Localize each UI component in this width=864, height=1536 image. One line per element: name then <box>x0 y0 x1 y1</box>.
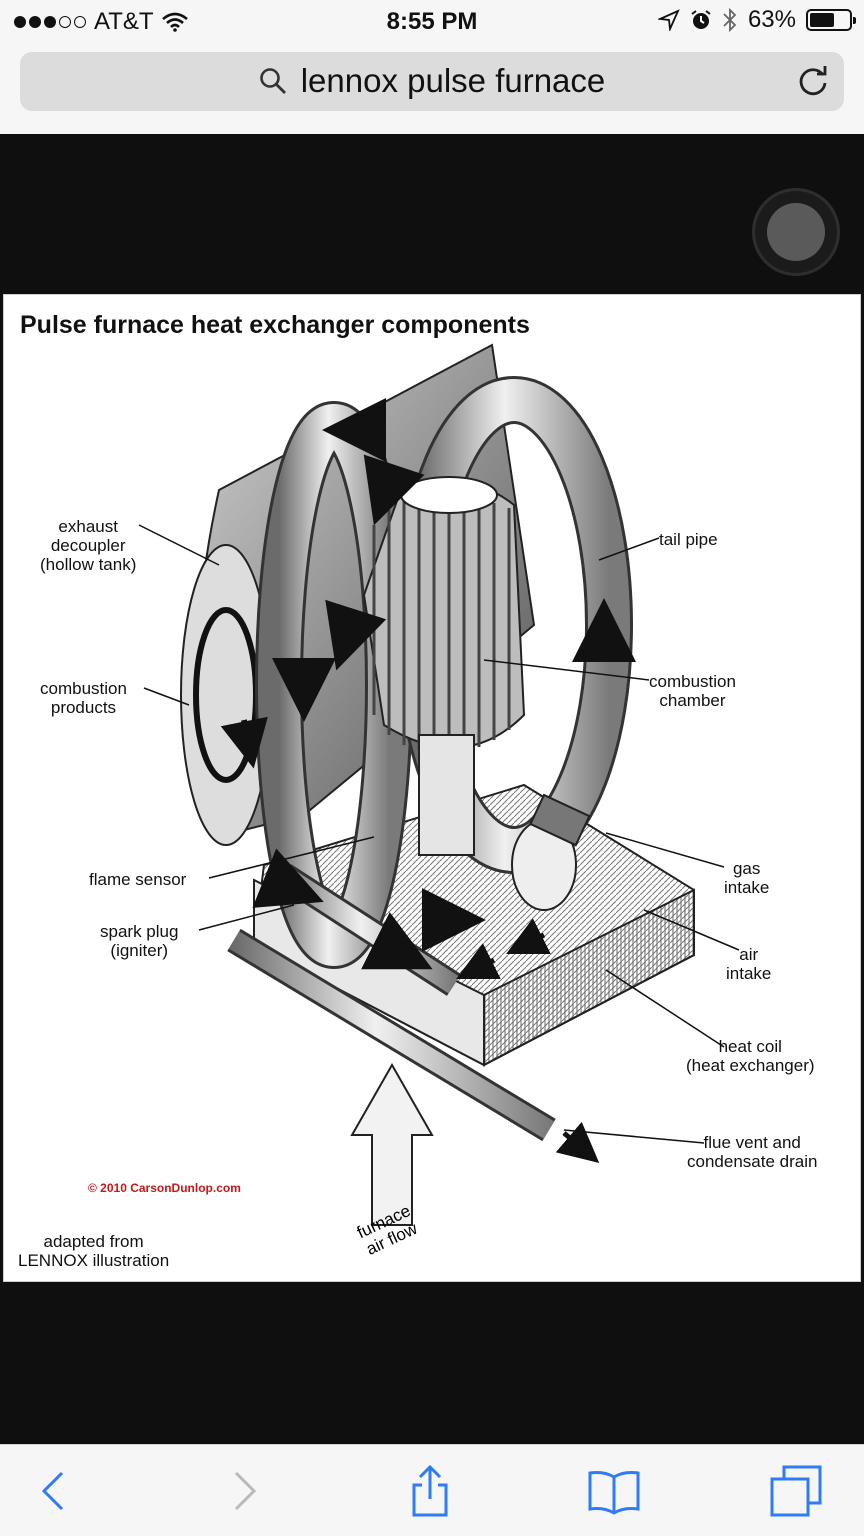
bluetooth-icon <box>723 8 737 32</box>
battery-percent: 63% <box>747 6 796 33</box>
floating-action-button[interactable] <box>752 188 840 276</box>
label-flame-sensor: flame sensor <box>89 870 187 889</box>
address-bar[interactable]: lennox pulse furnace <box>20 52 844 111</box>
back-icon[interactable] <box>26 1463 82 1519</box>
browser-header: AT&T 8:55 PM 63% <box>0 0 864 134</box>
copyright-text: © 2010 CarsonDunlop.com <box>88 1181 241 1195</box>
label-air-intake: air intake <box>726 945 772 983</box>
search-query-text: lennox pulse furnace <box>300 62 606 99</box>
signal-strength-icon <box>14 16 86 28</box>
carrier-group: AT&T <box>14 8 188 36</box>
forward-icon[interactable] <box>216 1463 272 1519</box>
status-time: 8:55 PM <box>386 8 478 35</box>
label-spark-plug: spark plug (igniter) <box>100 922 179 960</box>
tabs-icon[interactable] <box>768 1463 824 1519</box>
status-right-group: 63% <box>657 6 856 34</box>
battery-icon <box>806 9 856 31</box>
label-gas-intake: gas intake <box>724 859 770 897</box>
share-icon[interactable] <box>402 1463 458 1519</box>
location-arrow-icon <box>657 9 680 31</box>
label-adapted-from: adapted from LENNOX illustration <box>18 1232 170 1270</box>
figure-title: Pulse furnace heat exchanger components <box>20 311 530 339</box>
furnace-diagram-image[interactable]: Pulse furnace heat exchanger components … <box>3 294 861 1282</box>
label-tail-pipe: tail pipe <box>659 530 718 549</box>
label-combustion-chamber: combustion chamber <box>649 672 736 710</box>
label-combustion-products: combustion products <box>40 679 127 717</box>
status-bar: AT&T 8:55 PM 63% <box>0 0 864 44</box>
label-exhaust-decoupler: exhaust decoupler (hollow tank) <box>40 517 137 574</box>
reload-icon[interactable] <box>796 64 830 98</box>
label-flue-vent: flue vent and condensate drain <box>687 1133 818 1171</box>
wifi-icon <box>161 12 188 32</box>
furnace-illustration <box>138 343 740 1226</box>
bookmarks-icon[interactable] <box>586 1463 642 1519</box>
bottom-toolbar <box>0 1444 864 1536</box>
address-query: lennox pulse furnace <box>20 62 844 100</box>
alarm-icon <box>691 10 711 29</box>
carrier-name: AT&T <box>94 8 154 35</box>
label-heat-coil: heat coil (heat exchanger) <box>686 1037 815 1075</box>
search-icon <box>259 68 286 94</box>
